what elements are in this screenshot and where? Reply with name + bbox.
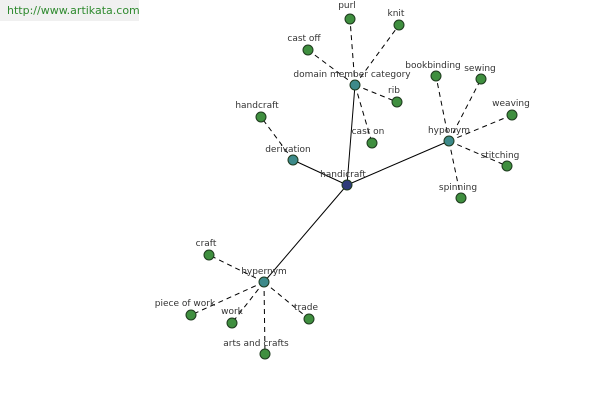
relation-node-domain-member-category[interactable] xyxy=(349,79,361,91)
edge-handicraft-derivation xyxy=(292,159,348,186)
edge-hyponym-weaving xyxy=(448,114,513,142)
graph-edges xyxy=(190,18,513,355)
leaf-node-purl[interactable] xyxy=(344,13,356,25)
leaf-node-stitching[interactable] xyxy=(501,160,513,172)
relation-node-hypernym[interactable] xyxy=(258,276,270,288)
leaf-node-sewing[interactable] xyxy=(475,73,487,85)
node-label-domain-member-category: domain member category xyxy=(293,70,411,80)
leaf-node-knit[interactable] xyxy=(393,19,405,31)
node-label-craft: craft xyxy=(196,239,217,249)
leaf-node-spinning[interactable] xyxy=(455,192,467,204)
watermark-url: http://www.artikata.com xyxy=(0,0,140,21)
edge-hypernym-piece-of-work xyxy=(190,281,265,316)
node-label-hypernym: hypernym xyxy=(241,267,287,277)
node-label-hyponym: hyponym xyxy=(428,126,470,136)
graph-nodes xyxy=(185,13,518,360)
node-label-handcraft: handcraft xyxy=(235,101,279,111)
relation-node-derivation[interactable] xyxy=(287,154,299,166)
leaf-node-piece-of-work[interactable] xyxy=(185,309,197,321)
leaf-node-rib[interactable] xyxy=(391,96,403,108)
leaf-node-weaving[interactable] xyxy=(506,109,518,121)
node-label-weaving: weaving xyxy=(492,99,530,109)
node-label-arts-and-crafts: arts and crafts xyxy=(223,339,289,349)
node-label-work: work xyxy=(221,307,244,317)
edge-domain-member-category-cast-off xyxy=(307,49,356,86)
edge-domain-member-category-knit xyxy=(354,24,400,86)
node-label-piece-of-work: piece of work xyxy=(155,299,216,309)
node-label-derivation: derivation xyxy=(265,145,311,155)
edge-hyponym-bookbinding xyxy=(435,75,450,142)
edge-hypernym-craft xyxy=(208,254,265,283)
graph-labels: purl knit cast off rib cast on domain member … xyxy=(155,1,530,349)
node-label-stitching: stitching xyxy=(481,151,520,161)
leaf-node-craft[interactable] xyxy=(203,249,215,261)
leaf-node-cast-on[interactable] xyxy=(366,137,378,149)
leaf-node-handcraft[interactable] xyxy=(255,111,267,123)
leaf-node-bookbinding[interactable] xyxy=(430,70,442,82)
node-label-cast-on: cast on xyxy=(352,127,385,137)
node-label-sewing: sewing xyxy=(464,64,496,74)
leaf-node-arts-and-crafts[interactable] xyxy=(259,348,271,360)
edge-hyponym-stitching xyxy=(448,140,508,167)
node-label-handicraft: handicraft xyxy=(320,170,366,180)
edge-domain-member-category-purl xyxy=(349,18,356,86)
edge-handicraft-hypernym xyxy=(263,184,348,283)
edge-hypernym-trade xyxy=(263,281,310,320)
edge-hyponym-sewing xyxy=(448,78,482,142)
edge-handicraft-domain-member-category xyxy=(346,84,356,186)
edge-domain-member-category-cast-on xyxy=(354,84,373,144)
edge-hypernym-arts-and-crafts xyxy=(263,281,266,355)
node-label-cast-off: cast off xyxy=(287,34,321,44)
node-label-rib: rib xyxy=(388,86,400,96)
leaf-node-trade[interactable] xyxy=(303,313,315,325)
edge-domain-member-category-rib xyxy=(354,84,398,103)
relation-node-hyponym[interactable] xyxy=(443,135,455,147)
node-label-spinning: spinning xyxy=(439,183,477,193)
node-label-bookbinding: bookbinding xyxy=(405,61,461,71)
node-label-trade: trade xyxy=(294,303,318,313)
node-label-purl: purl xyxy=(338,1,356,11)
edge-handicraft-hyponym xyxy=(346,140,450,186)
edge-hyponym-spinning xyxy=(448,140,462,199)
leaf-node-work[interactable] xyxy=(226,317,238,329)
center-node-handicraft[interactable] xyxy=(341,179,353,191)
node-label-knit: knit xyxy=(388,9,405,19)
leaf-node-cast-off[interactable] xyxy=(302,44,314,56)
